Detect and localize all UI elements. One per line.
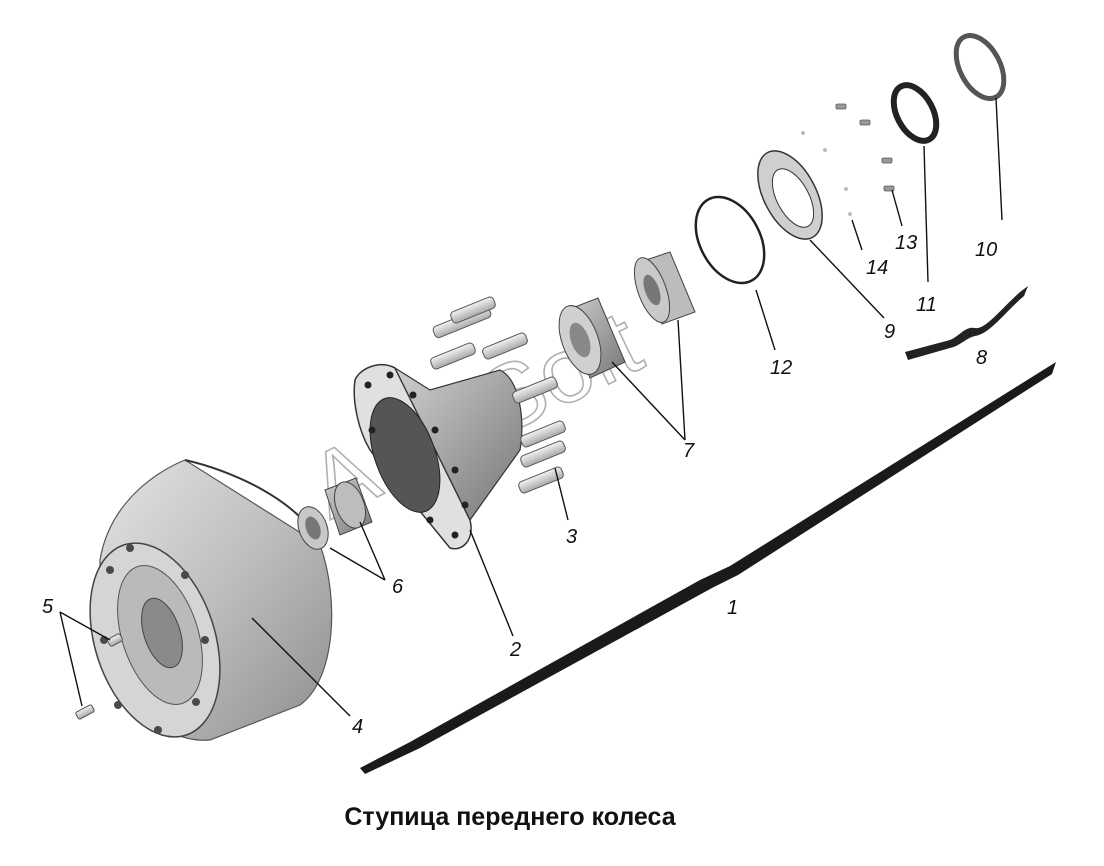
part-6-inner-bearing bbox=[297, 477, 373, 550]
callout-12: 12 bbox=[770, 357, 792, 379]
part-3-wheel-bolts bbox=[430, 296, 566, 494]
callout-2: 2 bbox=[509, 639, 521, 661]
part-9-seal-housing bbox=[757, 150, 823, 240]
callout-6: 6 bbox=[392, 576, 404, 598]
callout-3: 3 bbox=[566, 526, 577, 548]
part-7-outer-bearing bbox=[558, 251, 696, 379]
part-1-axle-shaft bbox=[360, 362, 1056, 774]
part-8-lock-plate bbox=[905, 286, 1028, 360]
part-10-outer-ring bbox=[953, 33, 1007, 101]
callout-7: 7 bbox=[683, 440, 695, 462]
callout-9: 9 bbox=[884, 321, 895, 343]
part-14-washers bbox=[801, 131, 852, 216]
part-11-seal-ring bbox=[890, 82, 940, 144]
callout-1: 1 bbox=[727, 597, 738, 619]
part-12-gasket bbox=[694, 195, 766, 285]
callout-4: 4 bbox=[352, 716, 363, 738]
callout-10: 10 bbox=[975, 239, 997, 261]
callout-11: 11 bbox=[916, 294, 937, 316]
callout-14: 14 bbox=[866, 257, 888, 279]
leader-lines bbox=[59, 97, 1003, 717]
part-13-small-screws bbox=[835, 103, 895, 192]
part-5-screws bbox=[75, 633, 123, 720]
part-4-brake-drum bbox=[89, 459, 333, 741]
callout-5: 5 bbox=[42, 596, 54, 618]
diagram-caption: Ступица переднего колеса bbox=[344, 803, 676, 831]
callout-8: 8 bbox=[976, 347, 987, 369]
part-2-wheel-hub bbox=[353, 364, 523, 550]
callout-13: 13 bbox=[895, 232, 917, 254]
